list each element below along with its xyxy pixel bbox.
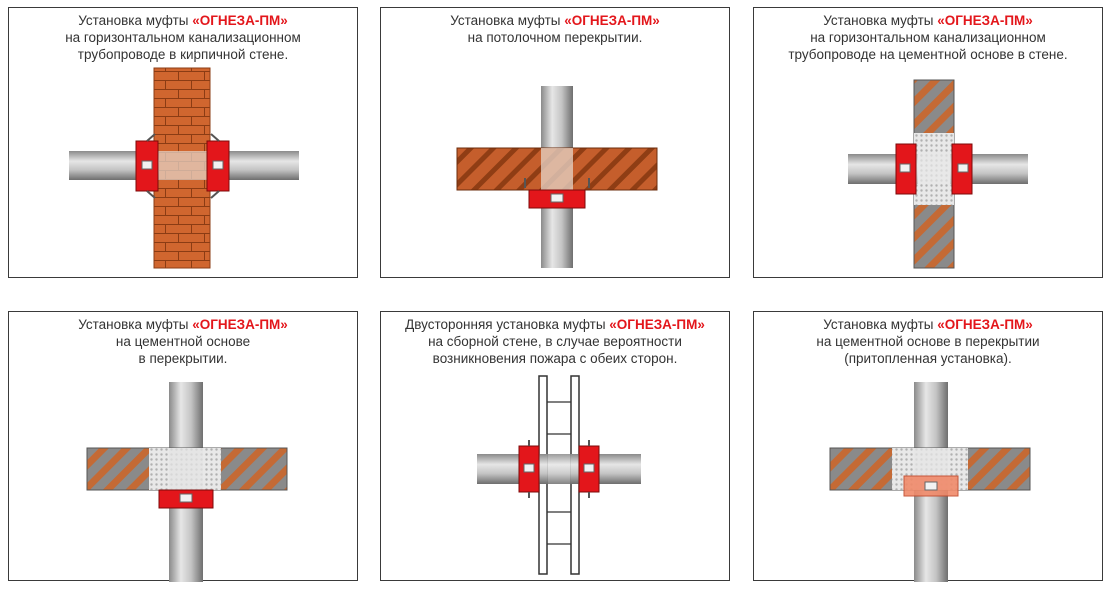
panel-caption: Установка муфты «ОГНЕЗА-ПМ» на горизонта… (754, 12, 1102, 63)
clamp-left (899, 163, 911, 173)
brand-name: «ОГНЕЗА-ПМ» (192, 317, 288, 332)
brick-wall-diagram (69, 67, 299, 269)
clamp (924, 481, 938, 491)
caption-prefix: Установка муфты (78, 13, 193, 28)
caption-line: трубопроводе на цементной основе в стене… (788, 47, 1068, 62)
clamp-left (141, 160, 153, 170)
pipe-through-slab (169, 448, 203, 490)
caption-prefix: Установка муфты (823, 13, 938, 28)
panel-caption: Двусторонняя установка муфты «ОГНЕЗА-ПМ»… (381, 316, 729, 367)
clamp-left (523, 463, 535, 473)
panel-caption: Установка муфты «ОГНЕЗА-ПМ» на цементной… (9, 316, 357, 367)
panel-caption: Установка муфты «ОГНЕЗА-ПМ» на горизонта… (9, 12, 357, 63)
brand-name: «ОГНЕЗА-ПМ» (564, 13, 660, 28)
pipe-through-wall (914, 154, 954, 184)
brand-name: «ОГНЕЗА-ПМ» (937, 317, 1033, 332)
caption-line: в перекрытии. (138, 351, 228, 366)
caption-prefix: Двусторонняя установка муфты (405, 317, 610, 332)
panel-cement-slab: Установка муфты «ОГНЕЗА-ПМ» на цементной… (8, 311, 358, 582)
caption-prefix: Установка муфты (450, 13, 565, 28)
bracket-icon (524, 178, 590, 188)
panel-cement-wall: Установка муфты «ОГНЕЗА-ПМ» на горизонта… (753, 7, 1103, 278)
clamp (550, 193, 564, 203)
panel-brick-wall: Установка муфты «ОГНЕЗА-ПМ» на горизонта… (8, 7, 358, 278)
caption-line: (притопленная установка). (844, 351, 1012, 366)
caption-line: на горизонтальном канализационном (65, 30, 301, 45)
pipe-through-slab (541, 148, 573, 190)
caption-line: трубопроводе в кирпичной стене. (77, 47, 289, 62)
prefab-wall-diagram (477, 375, 641, 575)
panel-caption: Установка муфты «ОГНЕЗА-ПМ» на потолочно… (381, 12, 729, 46)
caption-prefix: Установка муфты (823, 317, 938, 332)
ceiling-slab-diagram (456, 86, 658, 268)
clamp (179, 493, 193, 503)
pipe-through-wall (154, 151, 210, 180)
panel-ceiling-slab: Установка муфты «ОГНЕЗА-ПМ» на потолочно… (380, 7, 730, 278)
cement-slab-diagram (86, 382, 288, 582)
caption-line: на сборной стене, в случае вероятности (428, 334, 682, 349)
panel-caption: Установка муфты «ОГНЕЗА-ПМ» на цементной… (754, 316, 1102, 367)
wall-studs (547, 401, 571, 545)
caption-line: возникновения пожара с обеих сторон. (432, 351, 678, 366)
recessed-diagram (829, 382, 1031, 582)
bracket-icon (528, 440, 590, 498)
caption-prefix: Установка муфты (78, 317, 193, 332)
brand-name: «ОГНЕЗА-ПМ» (192, 13, 288, 28)
pipe-through-wall (547, 454, 571, 484)
clamp-right (957, 163, 969, 173)
panel-recessed: Установка муфты «ОГНЕЗА-ПМ» на цементной… (753, 311, 1103, 582)
caption-line: на потолочном перекрытии. (467, 30, 643, 45)
caption-line: на цементной основе в перекрытии (816, 334, 1040, 349)
clamp-right (212, 160, 224, 170)
brand-name: «ОГНЕЗА-ПМ» (609, 317, 705, 332)
brand-name: «ОГНЕЗА-ПМ» (937, 13, 1033, 28)
clamp-right (583, 463, 595, 473)
bracket-icon (146, 133, 220, 199)
panel-prefab-wall: Двусторонняя установка муфты «ОГНЕЗА-ПМ»… (380, 311, 730, 581)
caption-line: на горизонтальном канализационном (810, 30, 1046, 45)
caption-line: на цементной основе (115, 334, 251, 349)
cement-wall-diagram (848, 79, 1028, 269)
